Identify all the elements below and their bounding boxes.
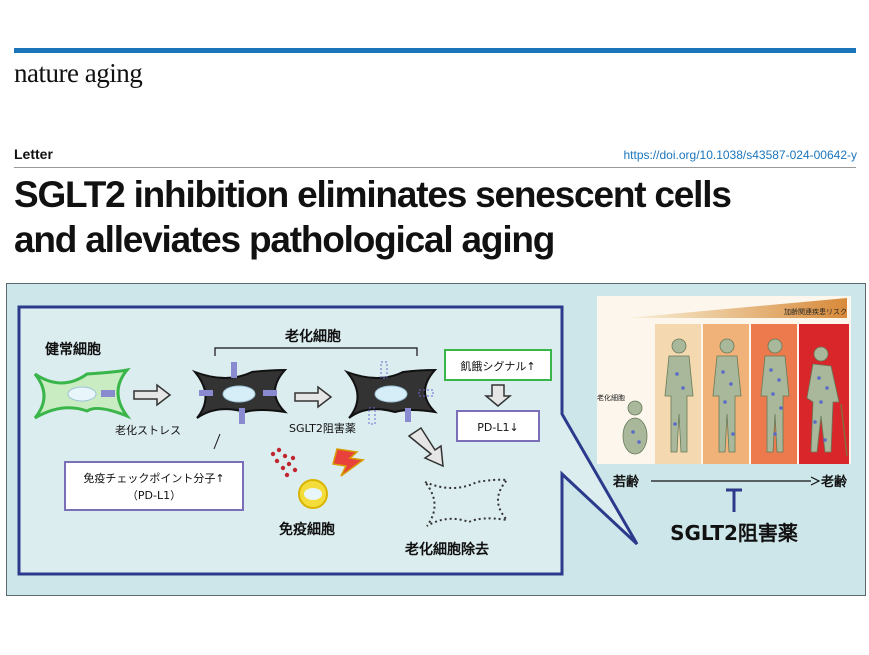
senescent-cells-label: 老化細胞: [285, 328, 341, 345]
title-line-1: SGLT2 inhibition eliminates senescent ce…: [14, 174, 732, 215]
cell-removal-label: 老化細胞除去: [405, 541, 489, 558]
aging-figures: [622, 338, 840, 455]
pdl1-receptor-icon: [239, 408, 245, 424]
immune-cell-nucleus-icon: [304, 488, 322, 500]
elderly-figure-icon: [806, 346, 840, 453]
pdl1-receptor-faded-icon: [380, 361, 388, 379]
adult-figure-icon: [712, 338, 742, 453]
healthy-cell-nucleus-icon: [67, 386, 97, 402]
arrow-head-icon: [810, 476, 821, 486]
arrow-right-icon: [133, 383, 172, 407]
checkpoint-label-line1: 免疫チェックポイント分子↑: [83, 471, 224, 485]
immune-cell-label: 免疫細胞: [279, 521, 335, 538]
young-label: 若齢: [612, 474, 640, 490]
senescent-cell-small-label: 老化細胞: [597, 393, 625, 402]
figure-canvas: 健常細胞 老化ストレス 老化細胞 SGLT2阻害薬 免疫チェックポイント分子↑ …: [17, 296, 851, 576]
arrow-down-icon: [483, 384, 513, 407]
sglt2-inhibitor-small-label: SGLT2阻害薬: [289, 421, 356, 435]
arrow-right-icon: [294, 385, 333, 409]
cytokine-dots-icon: [270, 447, 298, 478]
old-label: 老齢: [820, 474, 848, 490]
senescent-dots-icon: [631, 368, 829, 444]
senescent-bracket: [214, 347, 418, 356]
checkpoint-box: [64, 461, 244, 511]
pdl1-receptor-icon: [263, 390, 277, 396]
removed-cell-icon: [424, 478, 510, 527]
summary-figure: 健常細胞 老化ストレス 老化細胞 SGLT2阻害薬 免疫チェックポイント分子↑ …: [6, 283, 866, 596]
pdl1-receptor-icon: [199, 390, 213, 396]
pdl1-down-label: PD-L1↓: [477, 421, 518, 434]
pdl1-receptor-icon: [231, 362, 237, 378]
arrow-down-right-icon: [407, 426, 444, 468]
article-title: SGLT2 inhibition eliminates senescent ce…: [14, 172, 864, 262]
pdl1-receptor-faded-icon: [368, 407, 376, 425]
child-figure-icon: [622, 400, 648, 455]
risk-label: 加齢関連疾患リスク: [784, 307, 847, 316]
aging-stress-label: 老化ストレス: [115, 423, 181, 437]
header-divider: [14, 167, 856, 168]
journal-accent-bar: [14, 48, 856, 53]
receptor-icon: [101, 390, 115, 397]
pdl1-down-box: [456, 410, 540, 442]
checkpoint-label-line2: （PD-L1）: [127, 489, 181, 502]
sglt2-inhibitor-large-label: SGLT2阻害薬: [670, 521, 798, 545]
pdl1-receptor-faded-icon: [418, 389, 434, 397]
senescent-nucleus-icon: [222, 385, 256, 403]
senescent-nucleus-icon: [374, 385, 408, 403]
adult-figure-icon: [760, 338, 790, 453]
article-type: Letter: [14, 146, 53, 162]
connector-line: [213, 433, 221, 450]
lightning-icon: [332, 448, 365, 477]
title-line-2: and alleviates pathological aging: [14, 219, 555, 260]
journal-name: nature aging: [14, 58, 143, 88]
adult-figure-icon: [664, 338, 694, 453]
starvation-signal-label: 飢餓シグナル↑: [460, 359, 535, 373]
doi-link[interactable]: https://doi.org/10.1038/s43587-024-00642…: [623, 148, 857, 162]
risk-gradient-bar: [627, 298, 847, 318]
pdl1-receptor-icon: [405, 408, 411, 422]
starvation-signal-box: [444, 349, 552, 381]
cane-icon: [840, 403, 848, 457]
healthy-cell-label: 健常細胞: [45, 341, 101, 358]
